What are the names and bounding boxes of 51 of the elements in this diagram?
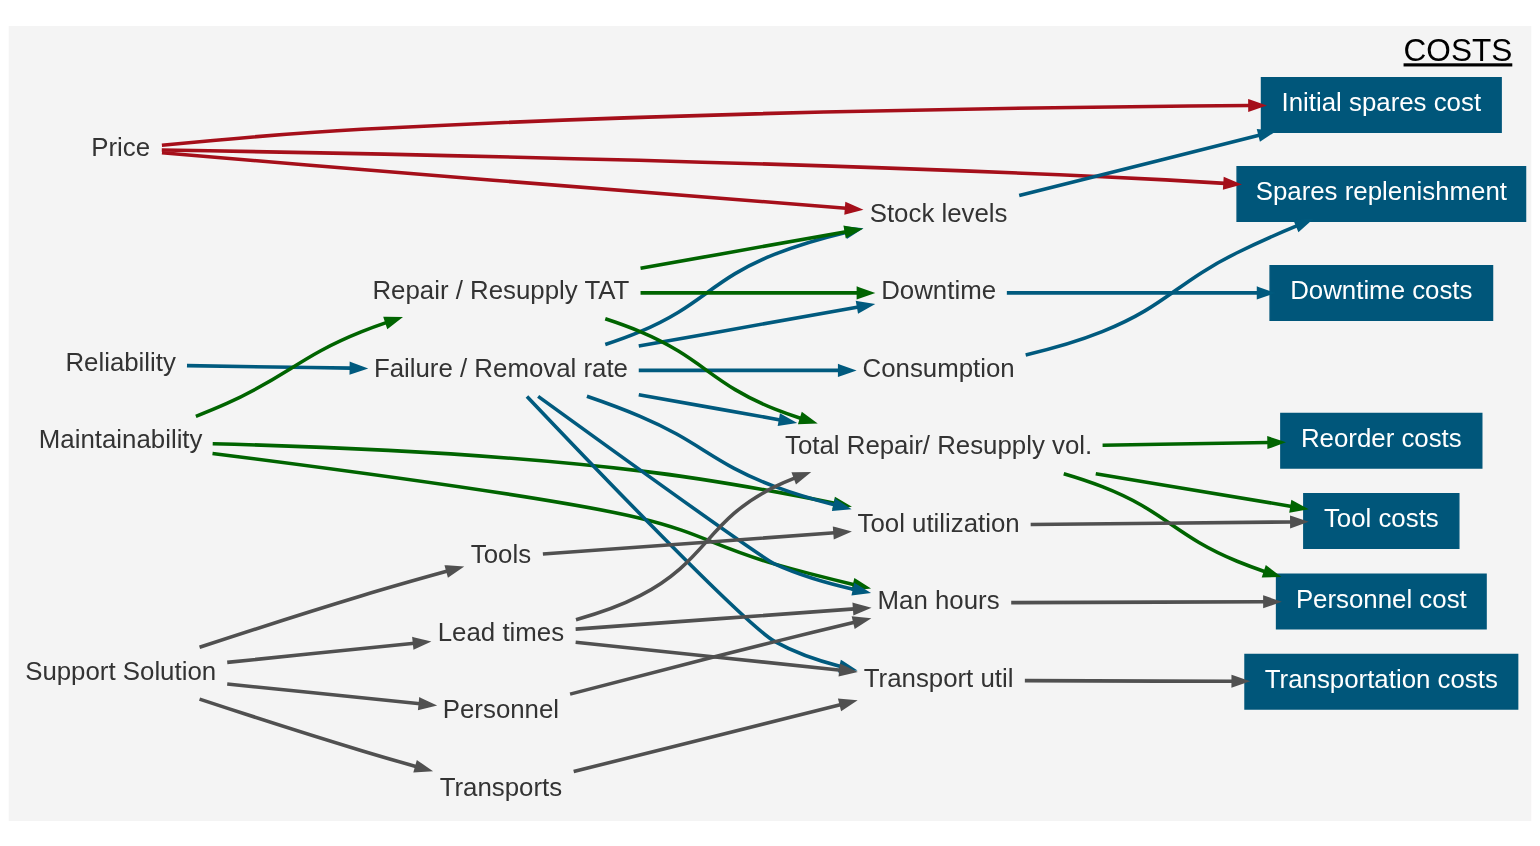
node-text: Consumption (862, 353, 1015, 382)
arrow (1024, 674, 1251, 688)
node-text: Stock levels (869, 198, 1008, 227)
node-box: Initial spares cost (1260, 76, 1502, 133)
node-box: Personnel cost (1275, 572, 1487, 629)
arrow (638, 363, 857, 377)
arrow (638, 392, 798, 426)
arrow (640, 285, 876, 299)
node-text: Transports (439, 772, 563, 801)
node-text: Repair / Resupply TAT (372, 275, 630, 304)
node-text: Reliability (65, 347, 176, 376)
arrow (1102, 435, 1286, 449)
arrow (604, 316, 818, 424)
node-text: Price (91, 132, 151, 161)
node-box: Reorder costs (1280, 412, 1483, 469)
arrow (1018, 128, 1277, 197)
node-text: Lead times (437, 617, 565, 646)
arrow (1095, 471, 1309, 513)
arrow (573, 698, 858, 773)
arrow (569, 615, 872, 696)
node-text: Tool utilization (857, 508, 1020, 537)
node-box: Downtime costs (1269, 264, 1494, 321)
node-box: Tool costs (1303, 492, 1460, 549)
node-text: Total Repair/ Resupply vol. (785, 430, 1093, 459)
diagram-title: COSTS (1403, 31, 1513, 68)
node-text: Failure / Removal rate (373, 353, 628, 382)
node-text: Personnel (442, 694, 560, 723)
arrow (1030, 514, 1309, 528)
node-text: Tools (470, 539, 532, 568)
node-text: Man hours (877, 585, 1000, 614)
arrow (199, 564, 465, 649)
node-text: Maintainability (38, 424, 203, 453)
arrow (542, 525, 852, 556)
arrow (1011, 594, 1282, 608)
arrow (199, 696, 434, 773)
arrow (161, 150, 864, 215)
arrow (161, 147, 1242, 190)
arrow (227, 681, 438, 710)
arrow (186, 361, 369, 375)
arrow (575, 471, 812, 621)
node-text: Downtime (881, 275, 997, 304)
arrow (1063, 471, 1282, 577)
node-box: Transportation costs (1244, 653, 1519, 710)
arrow (161, 98, 1267, 147)
node-text: Support Solution (25, 656, 217, 685)
arrow (195, 316, 403, 418)
node-text: Transport util (863, 663, 1014, 692)
arrow (638, 300, 876, 348)
node-box: Spares replenishment (1236, 165, 1527, 222)
arrow (227, 636, 432, 664)
arrow (575, 601, 872, 631)
